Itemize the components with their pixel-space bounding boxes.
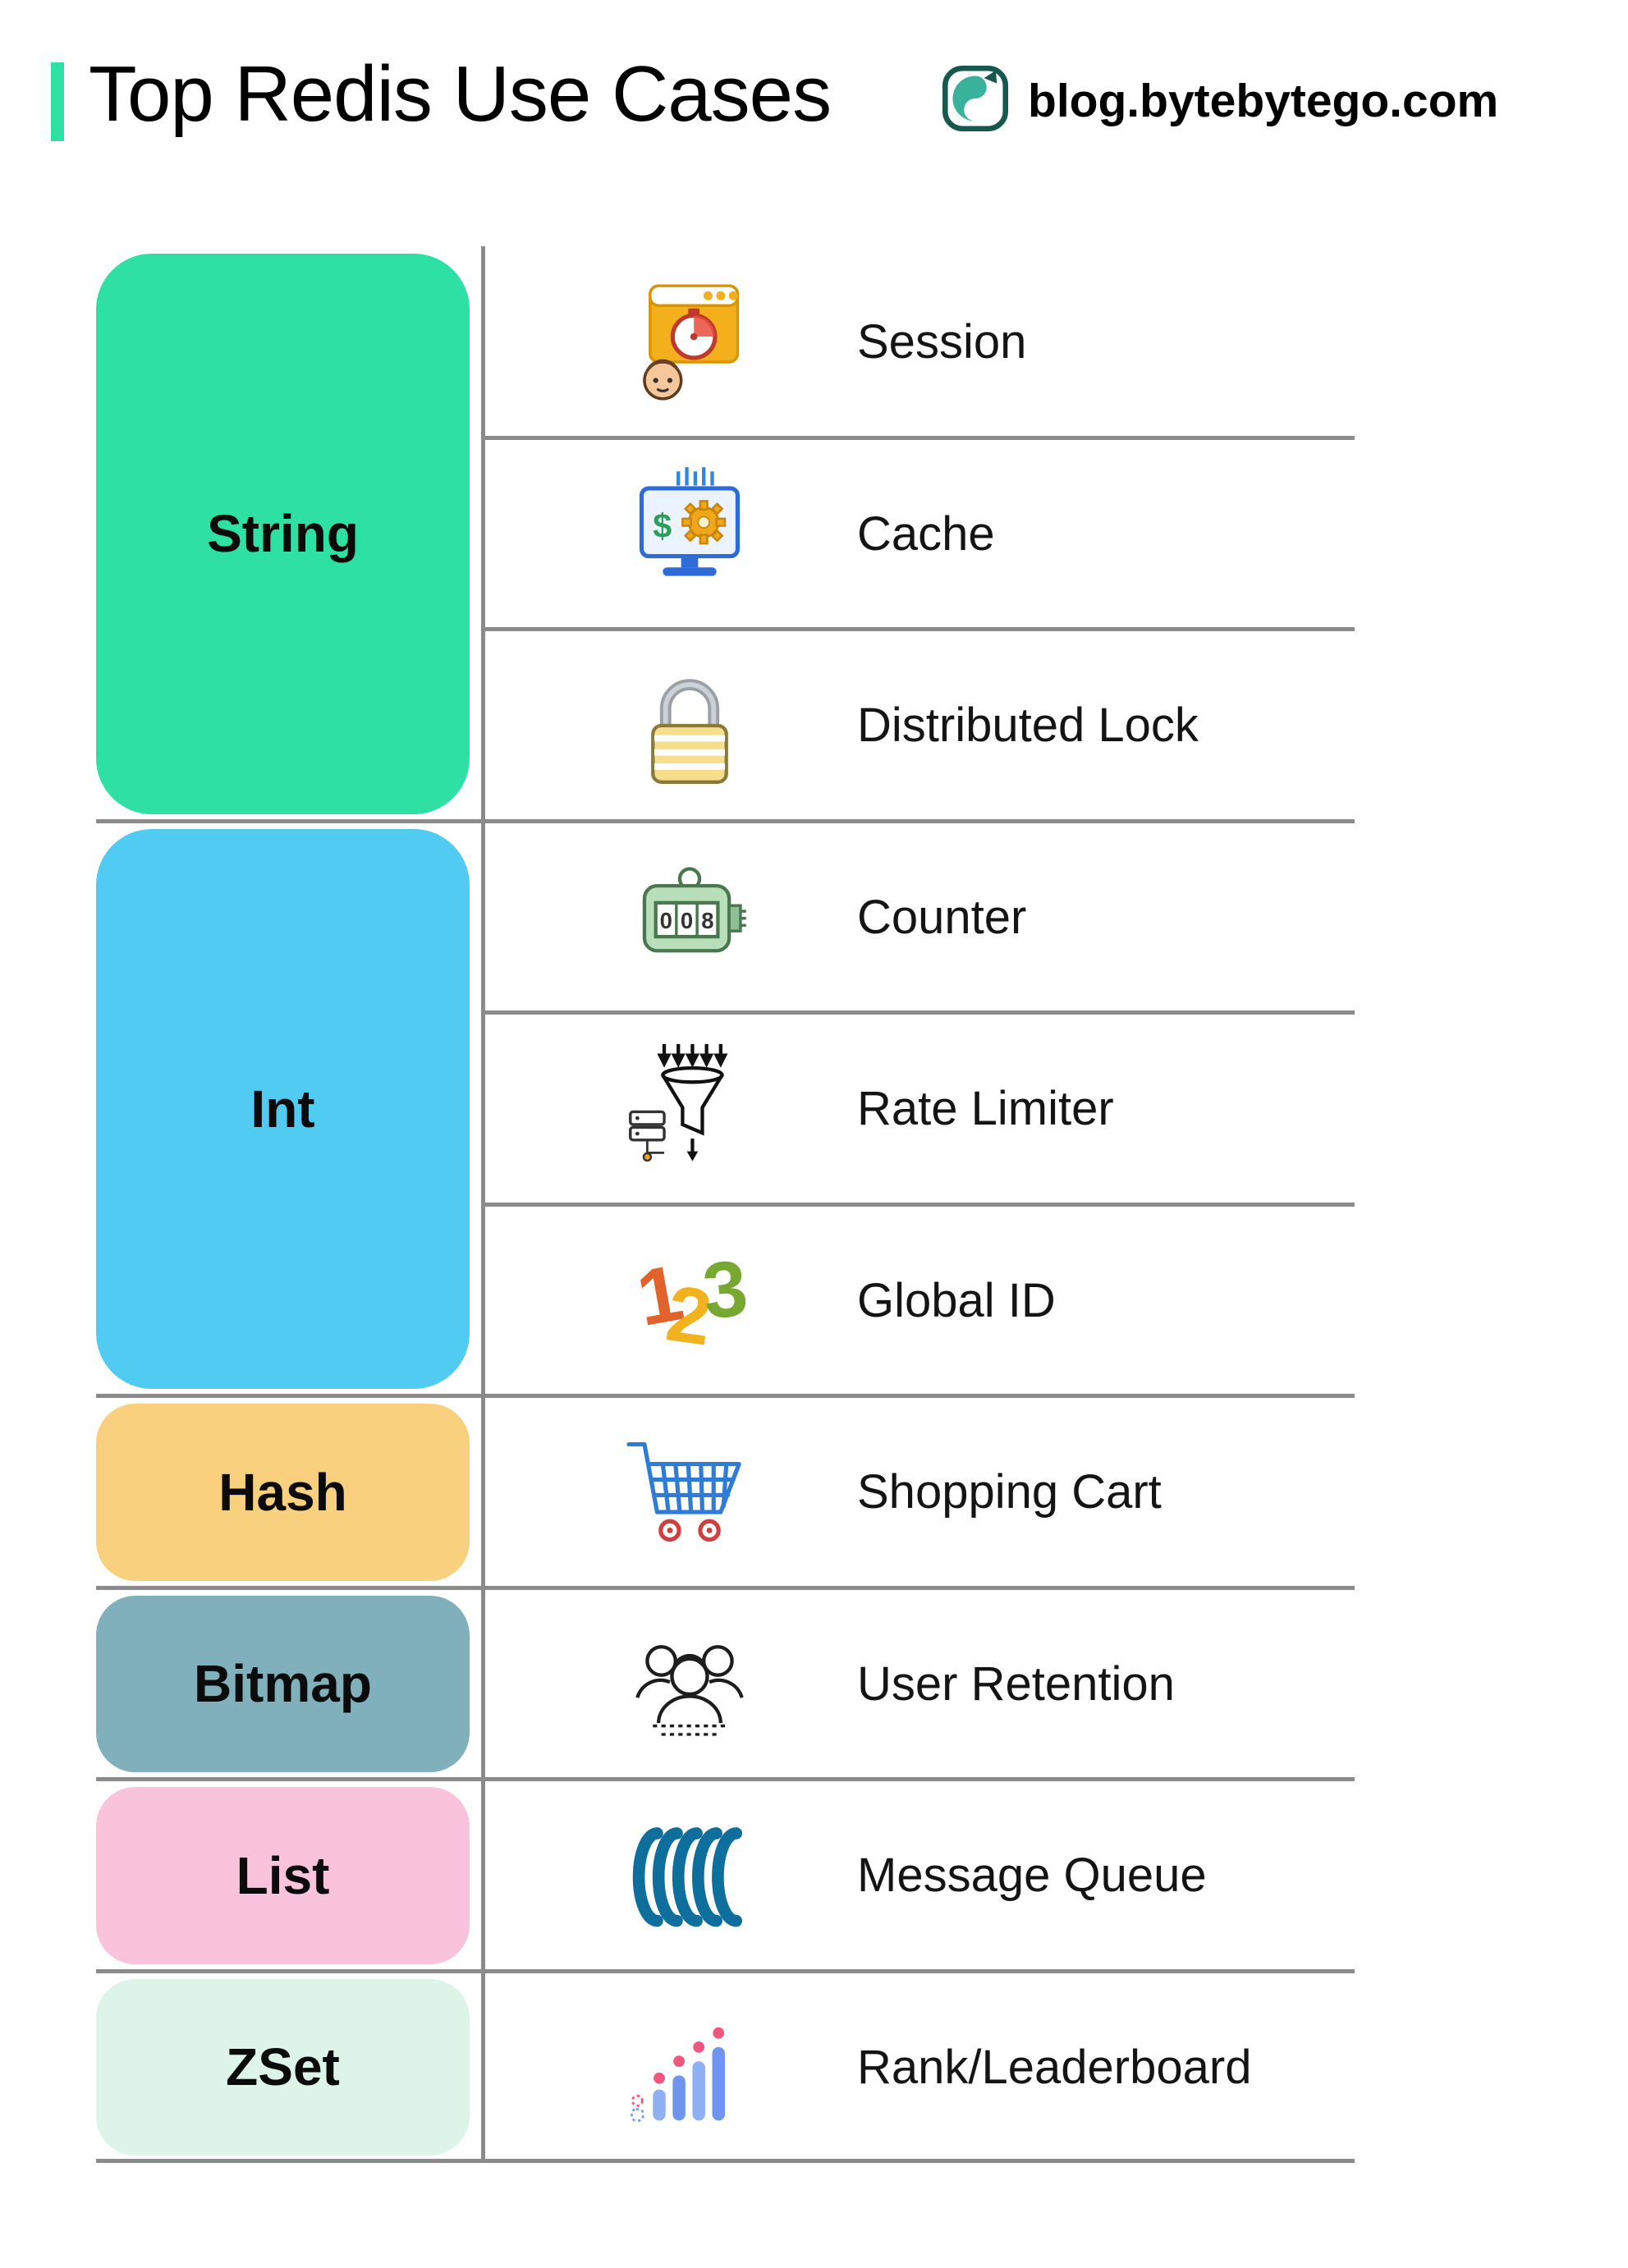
divider-horizontal [481, 627, 1355, 631]
use-case-label: Rate Limiter [857, 1082, 1114, 1136]
use-case-label: Message Queue [857, 1849, 1207, 1903]
message-queue-icon [619, 1805, 760, 1946]
type-block-hash: Hash [96, 1404, 470, 1581]
use-case-label: User Retention [857, 1656, 1175, 1711]
page-title: Top Redis Use Cases [89, 50, 832, 138]
divider-horizontal [481, 436, 1355, 440]
use-case-row: Rate Limiter [481, 1013, 1355, 1205]
shopping-cart-icon [619, 1422, 760, 1563]
divider-horizontal [96, 1586, 1355, 1590]
use-case-row: Rank/Leaderboard [481, 1972, 1355, 2164]
bytebytego-logo-icon [942, 65, 1009, 132]
type-block-int: Int [96, 828, 470, 1389]
use-case-row: $ [481, 438, 1355, 630]
use-case-grid: String Int Hash Bitmap List ZSet [96, 246, 1355, 2163]
bytebytego-logo [941, 64, 1010, 133]
type-block-string: String [96, 254, 470, 814]
use-case-label: Rank/Leaderboard [857, 2040, 1252, 2094]
type-block-zset: ZSet [96, 1978, 470, 2156]
divider-horizontal [96, 1969, 1355, 1973]
global-id-icon: 1 2 3 [619, 1230, 760, 1371]
svg-text:0: 0 [660, 908, 672, 933]
rank-leaderboard-icon [619, 1996, 760, 2137]
svg-text:3: 3 [699, 1244, 751, 1336]
session-icon [619, 272, 760, 413]
svg-text:8: 8 [701, 908, 713, 933]
use-case-label: Global ID [857, 1273, 1056, 1327]
use-case-row: Session [481, 246, 1355, 438]
use-case-label: Session [857, 315, 1027, 369]
use-case-row: Message Queue [481, 1780, 1355, 1972]
use-case-row: User Retention [481, 1588, 1355, 1780]
divider-horizontal [481, 1010, 1355, 1015]
svg-text:0: 0 [681, 908, 693, 933]
user-retention-icon [619, 1613, 760, 1754]
title-accent-bar [51, 62, 64, 141]
counter-icon: 0 0 8 [619, 846, 760, 987]
distributed-lock-icon [619, 655, 760, 796]
divider-horizontal [96, 1777, 1355, 1781]
use-case-label: Shopping Cart [857, 1465, 1162, 1519]
use-case-row: 1 2 3 Global ID [481, 1205, 1355, 1397]
svg-text:$: $ [653, 507, 672, 545]
divider-horizontal [481, 1203, 1355, 1207]
divider-horizontal [96, 819, 1355, 823]
use-case-row: 0 0 8 Counter [481, 822, 1355, 1014]
use-case-table: String Int Hash Bitmap List ZSet [96, 246, 1355, 2163]
type-block-bitmap: Bitmap [96, 1595, 470, 1772]
cache-icon: $ [619, 463, 760, 604]
type-block-list: List [96, 1787, 470, 1964]
site-url: blog.bytebytego.com [1028, 75, 1499, 127]
divider-horizontal [96, 2159, 1355, 2163]
use-case-row: Shopping Cart [481, 1396, 1355, 1588]
use-case-row: Distributed Lock [481, 630, 1355, 822]
use-case-label: Distributed Lock [857, 699, 1199, 753]
divider-horizontal [96, 1394, 1355, 1398]
rate-limiter-icon [619, 1038, 760, 1180]
use-case-label: Cache [857, 506, 995, 561]
use-case-label: Counter [857, 890, 1027, 944]
